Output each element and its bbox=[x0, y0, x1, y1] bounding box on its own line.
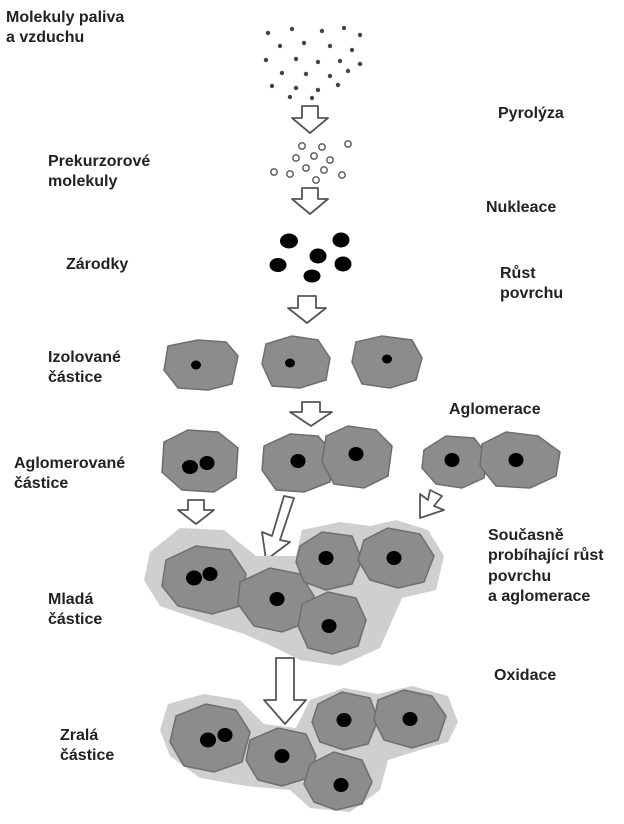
arrow-pyrolysis bbox=[292, 106, 328, 133]
arrow-agglomerated-left bbox=[178, 500, 214, 524]
arrow-agglomerated-right bbox=[420, 490, 444, 518]
arrow-nucleation bbox=[292, 188, 328, 214]
arrow-oxidation bbox=[264, 658, 306, 724]
arrow-surface-growth bbox=[288, 296, 326, 323]
mature-particle bbox=[160, 686, 458, 812]
isolated-particles bbox=[164, 336, 422, 390]
arrow-agglomeration bbox=[290, 402, 332, 426]
nuclei-group bbox=[270, 233, 352, 283]
precursor-molecules bbox=[271, 141, 351, 183]
agglomerated-particles bbox=[162, 426, 560, 492]
young-particle bbox=[144, 520, 444, 666]
arrow-agglomerated-center bbox=[262, 496, 294, 560]
fuel-molecules-cloud bbox=[264, 26, 362, 100]
